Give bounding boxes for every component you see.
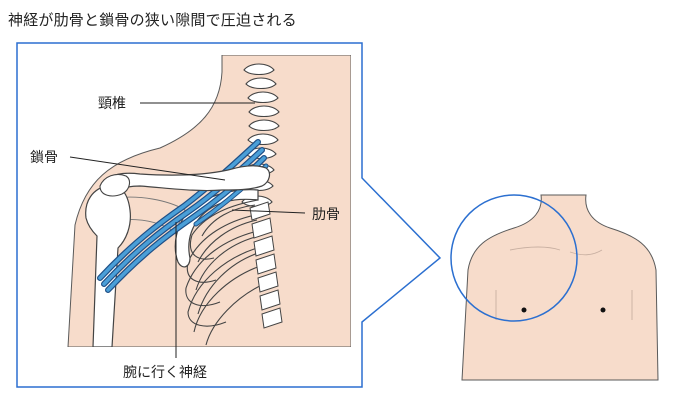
torso-skin [461,194,659,381]
torso-figure [450,194,659,381]
label-cervical-spine: 頸椎 [98,96,126,112]
label-clavicle: 鎖骨 [30,150,58,166]
torso-contours [495,246,633,320]
label-leader-lines [69,102,306,358]
figure-title: 神経が肋骨と鎖骨の狭い隙間で圧迫される [8,11,297,29]
zoom-callout-frame [16,42,442,388]
ribcage-inner [195,204,262,315]
label-arm-nerves: 腕に行く神経 [123,365,207,381]
zoom-area-circle [450,194,578,322]
nipple-right [600,307,606,313]
zoomed-shoulder-anatomy [67,55,351,347]
label-ribs: 肋骨 [312,207,340,223]
acromion [99,173,131,197]
nipple-left [521,307,527,313]
